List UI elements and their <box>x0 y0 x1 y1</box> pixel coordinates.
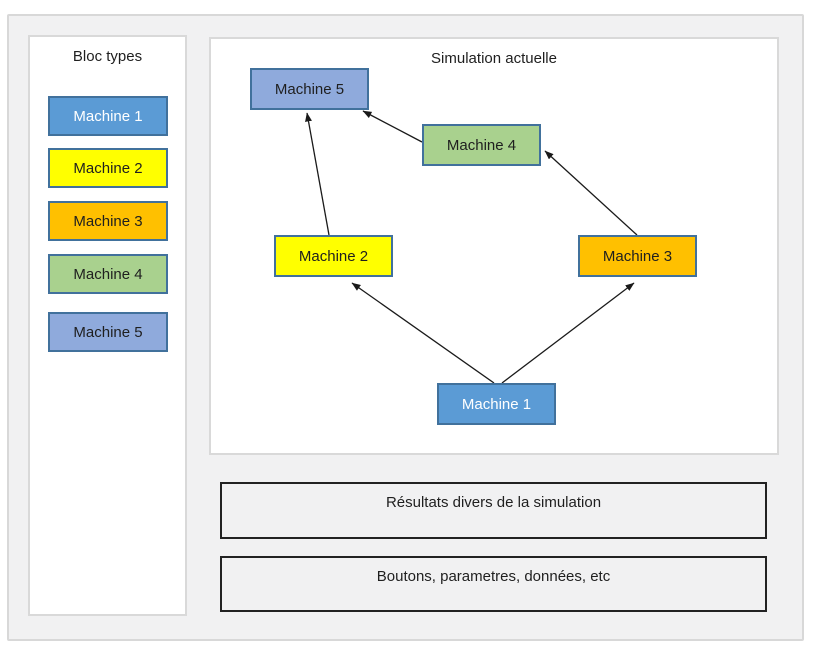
app-window: Bloc types Machine 1 Machine 2 Machine 3 Ma… <box>7 14 804 641</box>
canvas-title: Simulation actuelle <box>431 50 557 67</box>
bloc-type-machine-3[interactable]: Machine 3 <box>48 201 168 241</box>
edge-machine-4-to-machine-5 <box>362 110 423 143</box>
results-panel-label: Résultats divers de la simulation <box>385 494 602 511</box>
controls-panel: Boutons, parametres, données, etc <box>220 556 767 612</box>
results-panel: Résultats divers de la simulation <box>220 482 767 539</box>
controls-panel-label: Boutons, parametres, données, etc <box>376 568 611 585</box>
bloc-type-machine-1[interactable]: Machine 1 <box>48 96 168 136</box>
bloc-type-machine-4[interactable]: Machine 4 <box>48 254 168 294</box>
edge-machine-3-to-machine-4 <box>544 150 638 236</box>
bloc-types-panel: Bloc types Machine 1 Machine 2 Machine 3 Ma… <box>28 35 187 616</box>
node-machine-1[interactable]: Machine 1 <box>437 383 556 425</box>
sidebar-title: Bloc types <box>72 48 143 65</box>
bloc-type-machine-2[interactable]: Machine 2 <box>48 148 168 188</box>
edge-machine-1-to-machine-3 <box>501 282 635 384</box>
bloc-type-machine-5[interactable]: Machine 5 <box>48 312 168 352</box>
node-machine-5[interactable]: Machine 5 <box>250 68 369 110</box>
node-machine-2[interactable]: Machine 2 <box>274 235 393 277</box>
edge-machine-2-to-machine-5 <box>305 112 330 236</box>
node-machine-3[interactable]: Machine 3 <box>578 235 697 277</box>
node-machine-4[interactable]: Machine 4 <box>422 124 541 166</box>
connection-arrows <box>305 110 638 384</box>
edge-machine-1-to-machine-2 <box>351 282 495 384</box>
simulation-canvas[interactable]: Simulation actuelle Machine 5 Machine 4 Ma… <box>209 37 779 455</box>
